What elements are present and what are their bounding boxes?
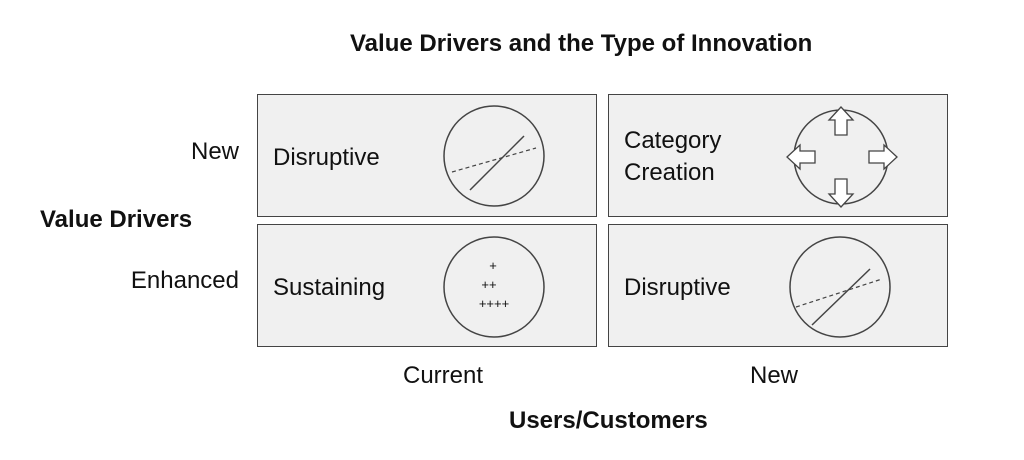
cell-new-current: Disruptive xyxy=(257,94,597,217)
plus-mark-1: + xyxy=(489,258,497,273)
col-label-new: New xyxy=(749,362,798,389)
row-label-enhanced: Enhanced xyxy=(130,267,239,294)
y-axis-label: Value Drivers xyxy=(40,206,193,233)
diagram-title: Value Drivers and the Type of Innovation xyxy=(350,30,813,57)
cell-enhanced-new: Disruptive xyxy=(608,224,948,347)
cell-new-new: Category Creation xyxy=(608,94,948,217)
four-arrows-circle-icon xyxy=(786,106,898,208)
cell-label: Disruptive xyxy=(273,144,380,171)
row-label-new: New xyxy=(190,138,239,165)
x-axis-label: Users/Customers xyxy=(509,407,708,434)
plus-mark-2: ++ xyxy=(481,277,496,292)
cell-label: Disruptive xyxy=(624,274,731,301)
plus-mark-4: ++++ xyxy=(479,296,509,311)
cell-label-line2: Creation xyxy=(624,159,715,186)
cell-enhanced-current: Sustaining + ++ ++++ xyxy=(257,224,597,347)
cell-label: Sustaining xyxy=(273,274,386,301)
col-label-current: Current xyxy=(402,362,484,389)
crossing-lines-circle-icon xyxy=(443,105,545,207)
cell-label-line1: Category xyxy=(624,127,722,154)
crossing-lines-circle-icon xyxy=(789,236,891,338)
plus-signs-circle-icon: + ++ ++++ xyxy=(443,236,545,338)
